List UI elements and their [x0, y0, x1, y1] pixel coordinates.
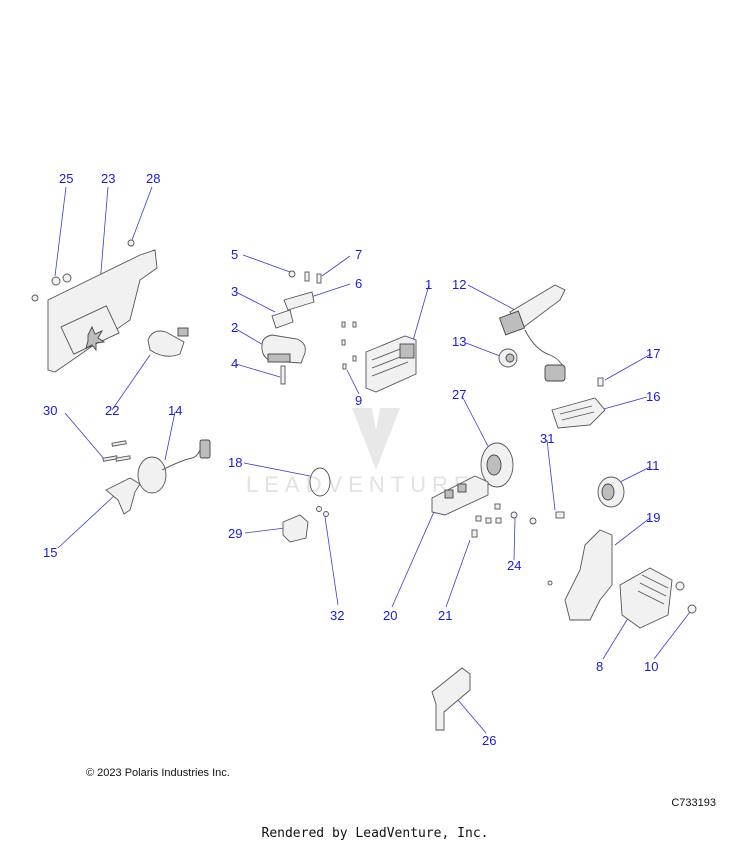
- callout-19: 19: [646, 510, 660, 525]
- leader-lines: [54, 186, 691, 734]
- callout-12: 12: [452, 277, 466, 292]
- part-2-relay: [261, 334, 306, 385]
- callout-32: 32: [330, 608, 344, 623]
- part-19-bracket: [547, 529, 613, 621]
- callout-7: 7: [355, 247, 362, 262]
- parts: [31, 239, 697, 731]
- callout-23: 23: [101, 171, 115, 186]
- callout-16: 16: [646, 389, 660, 404]
- callout-28: 28: [146, 171, 160, 186]
- callouts: 25 23 28 5 7 6 3 2 4 1 9 12 13 17 16 30 …: [43, 171, 660, 748]
- callout-14: 14: [168, 403, 182, 418]
- callout-1: 1: [425, 277, 432, 292]
- callout-26: 26: [482, 733, 496, 748]
- part-29-relay: [282, 514, 309, 543]
- part-13-plug: [498, 348, 518, 368]
- callout-10: 10: [644, 659, 658, 674]
- callout-13: 13: [452, 334, 466, 349]
- part-15-bracket: [105, 477, 141, 515]
- callout-15: 15: [43, 545, 57, 560]
- part-18-ring: [309, 467, 331, 497]
- callout-3: 3: [231, 284, 238, 299]
- rendered-by-text: Rendered by LeadVenture, Inc.: [261, 826, 489, 841]
- watermark-text: LEADVENTURE: [246, 472, 475, 497]
- callout-24: 24: [507, 558, 521, 573]
- callout-29: 29: [228, 526, 242, 541]
- part-16-connector: [551, 397, 606, 429]
- callout-27: 27: [452, 387, 466, 402]
- watermark: LEADVENTURE: [246, 408, 475, 497]
- callout-5: 5: [231, 247, 238, 262]
- part-17-bolt: [597, 377, 604, 387]
- part-30-screws: [102, 440, 131, 462]
- part-27-wheel: [480, 442, 514, 488]
- callout-22: 22: [105, 403, 119, 418]
- part-31-bolt: [555, 511, 565, 519]
- part-20-fuse-block: [431, 475, 489, 516]
- part-14-lamp: [137, 439, 211, 494]
- part-10-nut: [687, 604, 697, 614]
- callout-8: 8: [596, 659, 603, 674]
- callout-2: 2: [231, 320, 238, 335]
- part-9-screws: [341, 321, 357, 370]
- watermark-logo-icon: [352, 408, 400, 470]
- callout-20: 20: [383, 608, 397, 623]
- part-26-bracket: [431, 667, 471, 731]
- part-32-nuts: [316, 506, 329, 517]
- part-5-7-6-3-hardware: [271, 270, 322, 329]
- part-23-plate-bracket: [31, 239, 158, 373]
- part-1-ecu: [365, 335, 417, 393]
- callout-25: 25: [59, 171, 73, 186]
- callout-17: 17: [646, 346, 660, 361]
- callout-18: 18: [228, 455, 242, 470]
- callout-30: 30: [43, 403, 57, 418]
- callout-6: 6: [355, 276, 362, 291]
- callout-9: 9: [355, 393, 362, 408]
- part-8-regulator: [619, 567, 685, 629]
- callout-31: 31: [540, 431, 554, 446]
- part-21-24-screws: [471, 503, 537, 538]
- copyright-text: © 2023 Polaris Industries Inc.: [86, 767, 230, 779]
- part-12-switch: [498, 284, 566, 382]
- callout-4: 4: [231, 356, 238, 371]
- part-11-horn: [597, 476, 625, 508]
- callout-11: 11: [646, 458, 660, 473]
- diagram-code: C733193: [671, 797, 716, 809]
- callout-21: 21: [438, 608, 452, 623]
- part-22-socket: [147, 327, 189, 357]
